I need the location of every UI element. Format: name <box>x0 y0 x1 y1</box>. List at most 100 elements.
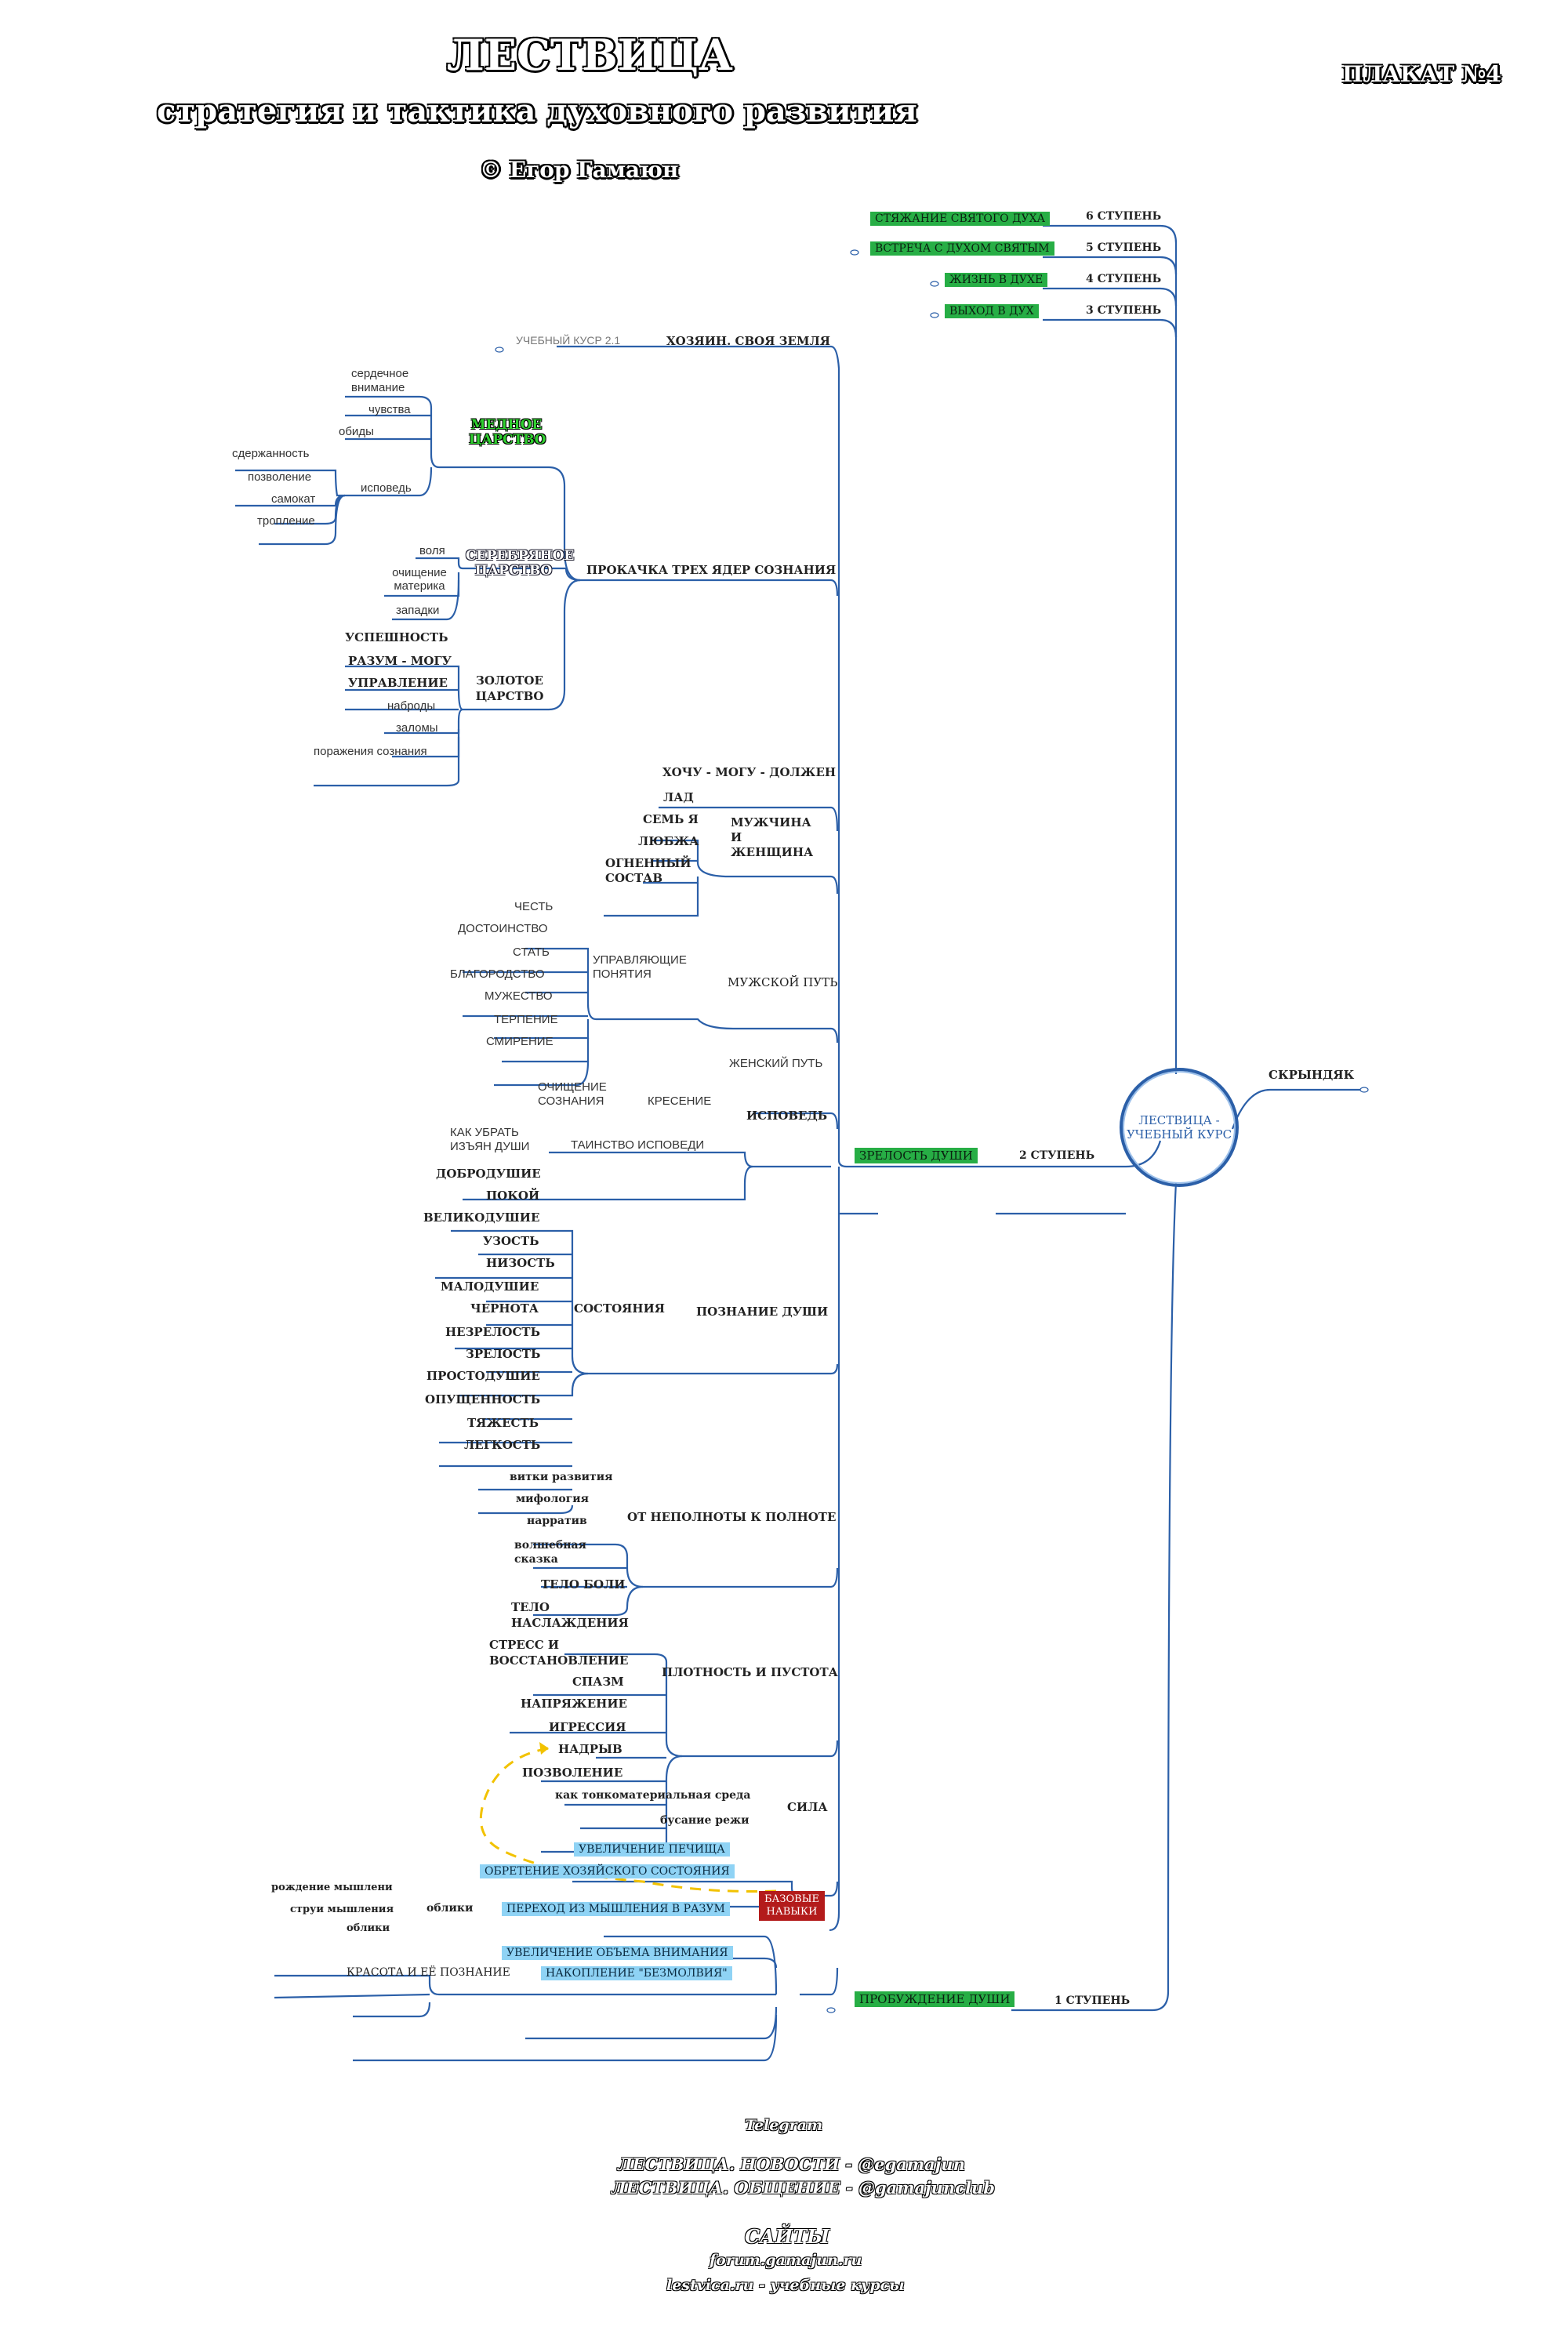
footer-chat[interactable]: ЛЕСТВИЦА. ОБЩЕНИЕ - @gamajunclub <box>612 2178 995 2198</box>
step2-label: 2 СТУПЕНЬ <box>1019 1149 1095 1162</box>
sacrament-sub: КАК УБРАТЬ ИЗЪЯН ДУШИ <box>450 1126 530 1153</box>
gold-item-5: заломы <box>396 721 438 735</box>
basic-item-4[interactable]: УВЕЛИЧЕНИЕ ОБЪЕМА ВНИМАНИЯ <box>502 1946 733 1960</box>
branch-malepath[interactable]: МУЖСКОЙ ПУТЬ <box>728 975 838 989</box>
footer-lestvica[interactable]: lestvica.ru - учебные курсы <box>666 2277 905 2294</box>
manwoman-item-3: ЛЮБЖА <box>638 834 699 848</box>
silver-kingdom[interactable]: СЕРЕБРЯНОЕ ЦАРСТВО <box>466 548 575 579</box>
branch-manwoman[interactable]: МУЖЧИНА И ЖЕНЩИНА <box>731 815 814 859</box>
density-item-7: НАДРЫВ <box>558 1742 622 1756</box>
step6-label: 6 СТУПЕНЬ <box>1086 210 1162 223</box>
soul-item-11: ОПУЩЕННОСТЬ <box>425 1392 541 1406</box>
silver-item-2: очищение материка <box>392 566 447 593</box>
center-node[interactable]: ЛЕСТВИЦА - УЧЕБНЫЙ КУРС <box>1120 1068 1239 1187</box>
step2-item[interactable]: ЗРЕЛОСТЬ ДУШИ <box>855 1148 978 1163</box>
branch-basic[interactable]: БАЗОВЫЕ НАВЫКИ <box>759 1891 825 1921</box>
footer-news[interactable]: ЛЕСТВИЦА. НОВОСТИ - @egamajun <box>618 2154 965 2174</box>
soul-sub: СОСТОЯНИЯ <box>574 1301 665 1316</box>
right-branch-label[interactable]: СКРЫНДЯК <box>1269 1068 1355 1082</box>
copper-item-2: чувства <box>368 403 411 416</box>
page-subtitle: стратегия и тактика духовного развития <box>157 93 917 129</box>
step4-item[interactable]: ЖИЗНЬ В ДУХЕ <box>945 273 1048 287</box>
confession-item-3: самокат <box>271 492 316 506</box>
soul-item-1: ДОБРОДУШИЕ <box>436 1167 541 1181</box>
branch-want[interactable]: ХОЧУ - МОГУ - ДОЛЖЕН <box>662 765 837 779</box>
soul-item-10: ПРОСТОДУШИЕ <box>426 1369 540 1383</box>
silver-item-3: западки <box>396 604 440 617</box>
fullness-item-1: витки развития <box>510 1471 613 1483</box>
branch-cores[interactable]: ПРОКАЧКА ТРЕХ ЯДЕР СОЗНАНИЯ <box>586 563 837 577</box>
kreseniye: КРЕСЕНИЕ <box>648 1094 712 1108</box>
soul-item-12: ТЯЖЕСТЬ <box>467 1416 539 1430</box>
malepath-item-2: ДОСТОИНСТВО <box>458 922 548 935</box>
density-item-2: ТЕЛО НАСЛАЖДЕНИЯ <box>511 1600 629 1630</box>
step5-item[interactable]: ВСТРЕЧА С ДУХОМ СВЯТЫМ <box>870 241 1054 256</box>
silver-item-1: воля <box>419 544 445 557</box>
basic-item-1[interactable]: УВЕЛИЧЕНИЕ ПЕЧИЩА <box>574 1842 730 1857</box>
soul-item-7: ЧЕРНОТА <box>470 1301 539 1316</box>
density-item-6: ИГРЕССИЯ <box>549 1720 626 1734</box>
soul-item-4: УЗОСТЬ <box>483 1234 539 1248</box>
soul-item-8: НЕЗРЕЛОСТЬ <box>445 1325 540 1339</box>
density-item-5: НАПРЯЖЕНИЕ <box>521 1697 627 1711</box>
course-link[interactable]: УЧЕБНЫЙ КУСР 2.1 <box>516 334 621 347</box>
basic-item-3[interactable]: ПЕРЕХОД ИЗ МЫШЛЕНИЯ В РАЗУМ <box>502 1902 730 1916</box>
step6-item[interactable]: СТЯЖАНИЕ СВЯТОГО ДУХА <box>870 212 1051 226</box>
step4-label: 4 СТУПЕНЬ <box>1086 273 1162 285</box>
footer-forum[interactable]: forum.gamajun.ru <box>710 2252 862 2269</box>
beauty-item: КРАСОТА И ЕЁ ПОЗНАНИЕ <box>347 1966 510 1979</box>
images-item-3: облики <box>347 1922 390 1934</box>
soul-item-9: ЗРЕЛОСТЬ <box>466 1347 541 1361</box>
images-label: облики <box>426 1902 474 1915</box>
manwoman-item-1: ЛАД <box>663 790 694 804</box>
gold-item-4: наброды <box>387 699 436 713</box>
gold-item-3: УПРАВЛЕНИЕ <box>348 676 448 690</box>
step1-item[interactable]: ПРОБУЖДЕНИЕ ДУШИ <box>855 1991 1015 2007</box>
kreseniye-sub: ОЧИЩЕНИЕ СОЗНАНИЯ <box>538 1080 607 1108</box>
gold-item-2: РАЗУМ - МОГУ <box>348 654 452 668</box>
soul-item-13: ЛЕГКОСТЬ <box>464 1438 541 1452</box>
confession-item-2: позволение <box>248 470 312 484</box>
footer-telegram: Telegram <box>745 2117 823 2134</box>
copper-item-4: исповедь <box>361 481 412 495</box>
fullness-item-4: волшебная сказка <box>514 1539 586 1566</box>
branch-fullness[interactable]: ОТ НЕПОЛНОТЫ К ПОЛНОТЕ <box>627 1510 837 1524</box>
power-item-2: бусание режи <box>660 1814 750 1827</box>
copper-kingdom[interactable]: МЕДНОЕ ЦАРСТВО <box>469 417 546 448</box>
poster-number: ПЛАКАТ №4 <box>1342 61 1501 87</box>
branch-confession[interactable]: ИСПОВЕДЬ <box>746 1109 828 1123</box>
density-item-3: СТРЕСС И ВОССТАНОВЛЕНИЕ <box>489 1638 629 1668</box>
gold-item-6: поражения сознания <box>314 745 427 758</box>
branch-master[interactable]: ХОЗЯИН. СВОЯ ЗЕМЛЯ <box>666 334 831 348</box>
branch-density[interactable]: ПЛОТНОСТЬ И ПУСТОТА <box>662 1665 838 1679</box>
manwoman-item-2: СЕМЬ Я <box>643 812 699 826</box>
images-item-2: струи мышления <box>290 1904 394 1915</box>
fullness-item-3: нарратив <box>527 1515 587 1527</box>
fullness-item-2: мифология <box>516 1493 590 1505</box>
density-item-4: СПАЗМ <box>572 1675 624 1689</box>
soul-item-5: НИЗОСТЬ <box>486 1256 555 1270</box>
power-item-1: как тонкоматериальная среда <box>555 1789 751 1802</box>
basic-item-5[interactable]: НАКОПЛЕНИЕ "БЕЗМОЛВИЯ" <box>541 1966 732 1980</box>
step1-label: 1 СТУПЕНЬ <box>1054 1994 1131 2007</box>
branch-femalepath[interactable]: ЖЕНСКИЙ ПУТЬ <box>729 1057 823 1070</box>
branch-power[interactable]: СИЛА <box>787 1800 828 1814</box>
malepath-item-4: БЛАГОРОДСТВО <box>450 967 545 981</box>
confession-item-1: сдержанность <box>232 447 310 460</box>
malepath-sub: УПРАВЛЯЮЩИЕ ПОНЯТИЯ <box>593 953 687 981</box>
confession-item-4: тропление <box>257 514 315 528</box>
copper-item-1: сердечное внимание <box>351 367 409 394</box>
malepath-item-1: ЧЕСТЬ <box>514 900 554 913</box>
malepath-item-3: СТАТЬ <box>513 946 550 959</box>
images-item-1: рождение мышлени <box>271 1882 393 1893</box>
gold-item-1: УСПЕШНОСТЬ <box>345 630 448 644</box>
step3-item[interactable]: ВЫХОД В ДУХ <box>945 304 1039 318</box>
malepath-item-6: ТЕРПЕНИЕ <box>494 1013 558 1026</box>
branch-soul[interactable]: ПОЗНАНИЕ ДУШИ <box>696 1305 829 1319</box>
sacrament: ТАИНСТВО ИСПОВЕДИ <box>571 1138 705 1152</box>
basic-item-2[interactable]: ОБРЕТЕНИЕ ХОЗЯЙСКОГО СОСТОЯНИЯ <box>480 1864 735 1878</box>
gold-kingdom[interactable]: ЗОЛОТОЕ ЦАРСТВО <box>475 673 544 703</box>
malepath-item-5: МУЖЕСТВО <box>485 989 553 1003</box>
soul-item-6: МАЛОДУШИЕ <box>441 1279 539 1294</box>
